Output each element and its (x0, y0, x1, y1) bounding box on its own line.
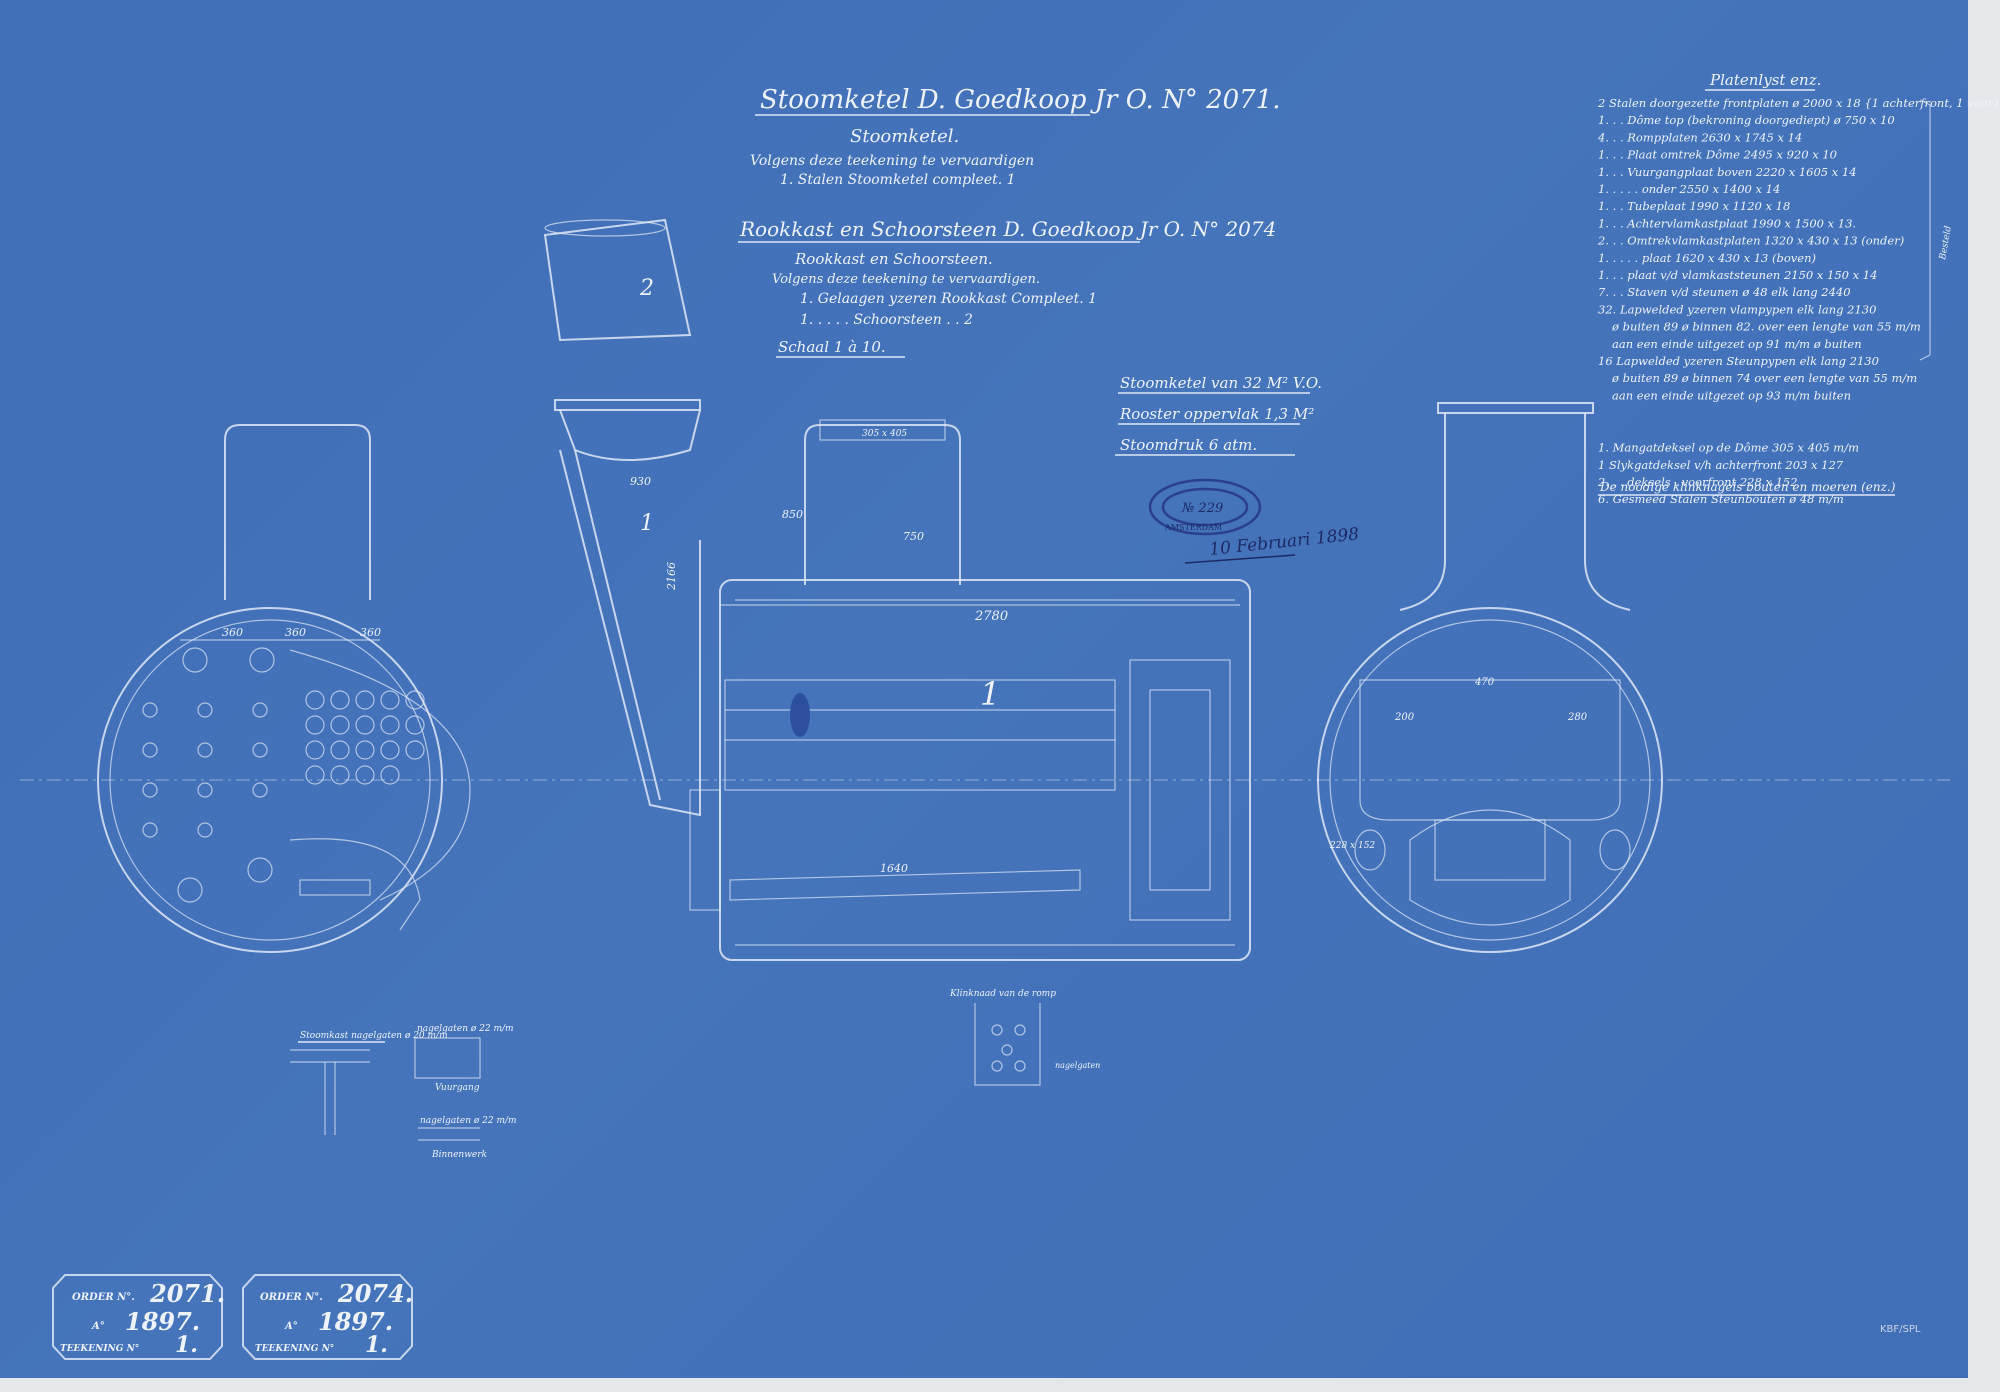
platenlijst-item: 1. . . . . onder 2550 x 1400 x 14 (1598, 182, 1780, 196)
platenlijst-item: 16 Lapwelded yzeren Steunpypen elk lang … (1598, 354, 1879, 368)
drawing-label: TEEKENING N° (255, 1344, 334, 1354)
drawing-number: 1. (365, 1332, 388, 1358)
part-label-2: 2 (639, 276, 654, 301)
detail-vuurgang-holes: nagelgaten ø 22 m/m (417, 1024, 514, 1034)
title-line-5: Rookkast en Schoorsteen D. Goedkoop Jr O… (739, 217, 1276, 241)
dim-360: 360 (360, 626, 381, 639)
stamp-number: № 229 (1181, 501, 1223, 516)
platenlijst-item: ø buiten 89 ø binnen 74 over een lengte … (1611, 371, 1917, 385)
dim-750: 750 (903, 530, 924, 543)
dim-hole228: 228 x 152 (1329, 841, 1375, 851)
platenlijst-item: 32. Lapwelded yzeren vlampypen elk lang … (1598, 302, 1876, 316)
dim-850: 850 (782, 508, 803, 521)
chimney: 2 1 (543, 218, 701, 817)
dim-280: 280 (1567, 712, 1588, 723)
platenlijst-item: 1. . . Plaat omtrek Dôme 2495 x 920 x 10 (1598, 148, 1837, 162)
order-label: ORDER N°. (260, 1292, 323, 1303)
dim-360: 360 (285, 626, 306, 639)
order-box-2071: ORDER N°. 2071. A° 1897. TEEKENING N° 1. (52, 1274, 225, 1360)
part-label-1-main: 1 (980, 675, 1000, 713)
detail-binnenwerk-label: Binnenwerk (431, 1150, 487, 1160)
dim-360: 360 (222, 626, 243, 639)
drawing-label: TEEKENING N° (60, 1344, 139, 1354)
dim-manhole: 305 x 405 (862, 429, 907, 439)
platenlijst-item: 1. . . Vuurgangplaat boven 2220 x 1605 x… (1598, 165, 1857, 179)
platenlijst-footer: De noodige klinknagels bouten en moeren … (1599, 480, 1896, 494)
platenlijst-item: 7. . . Staven v/d steunen ø 48 elk lang … (1598, 285, 1851, 299)
year-label: A° (284, 1321, 298, 1332)
platenlijst-item: 1. Mangatdeksel op de Dôme 305 x 405 m/m (1598, 441, 1859, 455)
blueprint-sheet (0, 0, 1968, 1378)
part-label-1: 1 (640, 511, 654, 536)
detail-binnenwerk-holes: nagelgaten ø 22 m/m (420, 1116, 517, 1126)
platenlijst-item: 4. . . Rompplaten 2630 x 1745 x 14 (1597, 130, 1802, 144)
order-label: ORDER N°. (72, 1292, 135, 1303)
dim-2166: 2166 (665, 562, 678, 591)
order-box-2074: ORDER N°. 2074. A° 1897. TEEKENING N° 1. (242, 1274, 413, 1360)
spec-steam-pressure: Stoomdruk 6 atm. (1120, 436, 1257, 454)
title-line-2: Stoomketel. (850, 126, 959, 147)
side-view-boiler: 2780 1 1640 930 850 750 305 x 405 2166 (630, 419, 1251, 961)
dim-200: 200 (1394, 712, 1415, 723)
dim-930: 930 (630, 475, 651, 488)
title-line-7: Volgens deze teekening te vervaardigen. (772, 272, 1040, 287)
platenlijst-item: aan een einde uitgezet op 93 m/m buiten (1612, 388, 1851, 402)
title-line-9: 1. . . . . Schoorsteen . . 2 (800, 312, 973, 328)
stamp-text: AMSTERDAM (1164, 523, 1222, 532)
platenlijst-item: 1. . . Dôme top (bekroning doorgediept) … (1598, 113, 1895, 127)
title-line-4: 1. Stalen Stoomketel compleet. 1 (780, 172, 1016, 188)
platenlijst-side-note: Besteld (1938, 225, 1954, 262)
title-block: Stoomketel D. Goedkoop Jr O. N° 2071. St… (738, 85, 1281, 358)
platenlijst-item: aan een einde uitgezet op 91 m/m ø buite… (1612, 337, 1862, 351)
platenlijst-item: 1. . . plaat v/d vlamkaststeunen 2150 x … (1598, 268, 1877, 282)
platenlijst-item: ø buiten 89 ø binnen 82. over een lengte… (1611, 320, 1921, 334)
platenlijst-items: 2 Stalen doorgezette frontplaten ø 2000 … (1597, 96, 2000, 506)
platenlijst-item: 1. . . Tubeplaat 1990 x 1120 x 18 (1598, 199, 1790, 213)
detail-nagelgaten-label: nagelgaten (1055, 1061, 1100, 1070)
specs: Stoomketel van 32 M² V.O. Rooster opperv… (1115, 374, 1322, 456)
rivet-details: Stoomkast nagelgaten ø 20 m/m nagelgaten… (290, 989, 1100, 1160)
order-year: 1897. (125, 1307, 200, 1336)
title-line-6: Rookkast en Schoorsteen. (794, 250, 993, 268)
detail-rookkast-label: Stoomkast nagelgaten ø 20 m/m (300, 1031, 448, 1041)
detail-klinknaad-label: Klinknaad van de romp (949, 989, 1056, 999)
platenlijst-item: 1 Slykgatdeksel v/h achterfront 203 x 12… (1598, 458, 1844, 472)
ink-blot (790, 693, 810, 737)
title-line-1: Stoomketel D. Goedkoop Jr O. N° 2071. (760, 85, 1281, 115)
title-line-8: 1. Gelaagen yzeren Rookkast Compleet. 1 (800, 291, 1097, 307)
platenlijst-item: 2 Stalen doorgezette frontplaten ø 2000 … (1597, 96, 2000, 110)
dim-470: 470 (1474, 677, 1495, 688)
platenlijst-title: Platenlyst enz. (1709, 71, 1821, 89)
platenlijst-item: 1. . . Achtervlamkastplaat 1990 x 1500 x… (1598, 216, 1856, 230)
stamp: № 229 AMSTERDAM (1148, 478, 1262, 536)
platenlijst-item: 1. . . . . plaat 1620 x 430 x 13 (boven) (1598, 251, 1816, 265)
scale-label: Schaal 1 à 10. (778, 338, 886, 356)
order-year: 1897. (318, 1307, 393, 1336)
dim-length: 2780 (974, 609, 1008, 624)
archive-mark: KBF/SPL (1880, 1324, 1921, 1335)
title-line-3: Volgens deze teekening te vervaardigen (750, 153, 1034, 169)
order-number: 2071. (149, 1279, 225, 1308)
platenlijst: Platenlyst enz. 2 Stalen doorgezette fro… (1597, 71, 2000, 506)
tube-holes (142, 647, 425, 903)
front-view-left: 360 360 360 (97, 424, 471, 953)
platenlijst-item: 2. . . Omtrekvlamkastplaten 1320 x 430 x… (1597, 234, 1904, 248)
dim-1640: 1640 (880, 862, 908, 875)
order-boxes: ORDER N°. 2071. A° 1897. TEEKENING N° 1.… (52, 1274, 413, 1360)
year-label: A° (91, 1321, 105, 1332)
detail-vuurgang-label: Vuurgang (435, 1083, 480, 1093)
spec-heating-surface: Stoomketel van 32 M² V.O. (1120, 374, 1322, 392)
platenlijst-item: 2. . . deksels . voorfront 228 x 152 (1597, 475, 1798, 489)
back-view-right: 200 470 280 228 x 152 (1317, 402, 1663, 953)
order-number: 2074. (337, 1279, 413, 1308)
spec-grate-area: Rooster oppervlak 1,3 M² (1119, 405, 1314, 423)
drawing-number: 1. (175, 1332, 198, 1358)
